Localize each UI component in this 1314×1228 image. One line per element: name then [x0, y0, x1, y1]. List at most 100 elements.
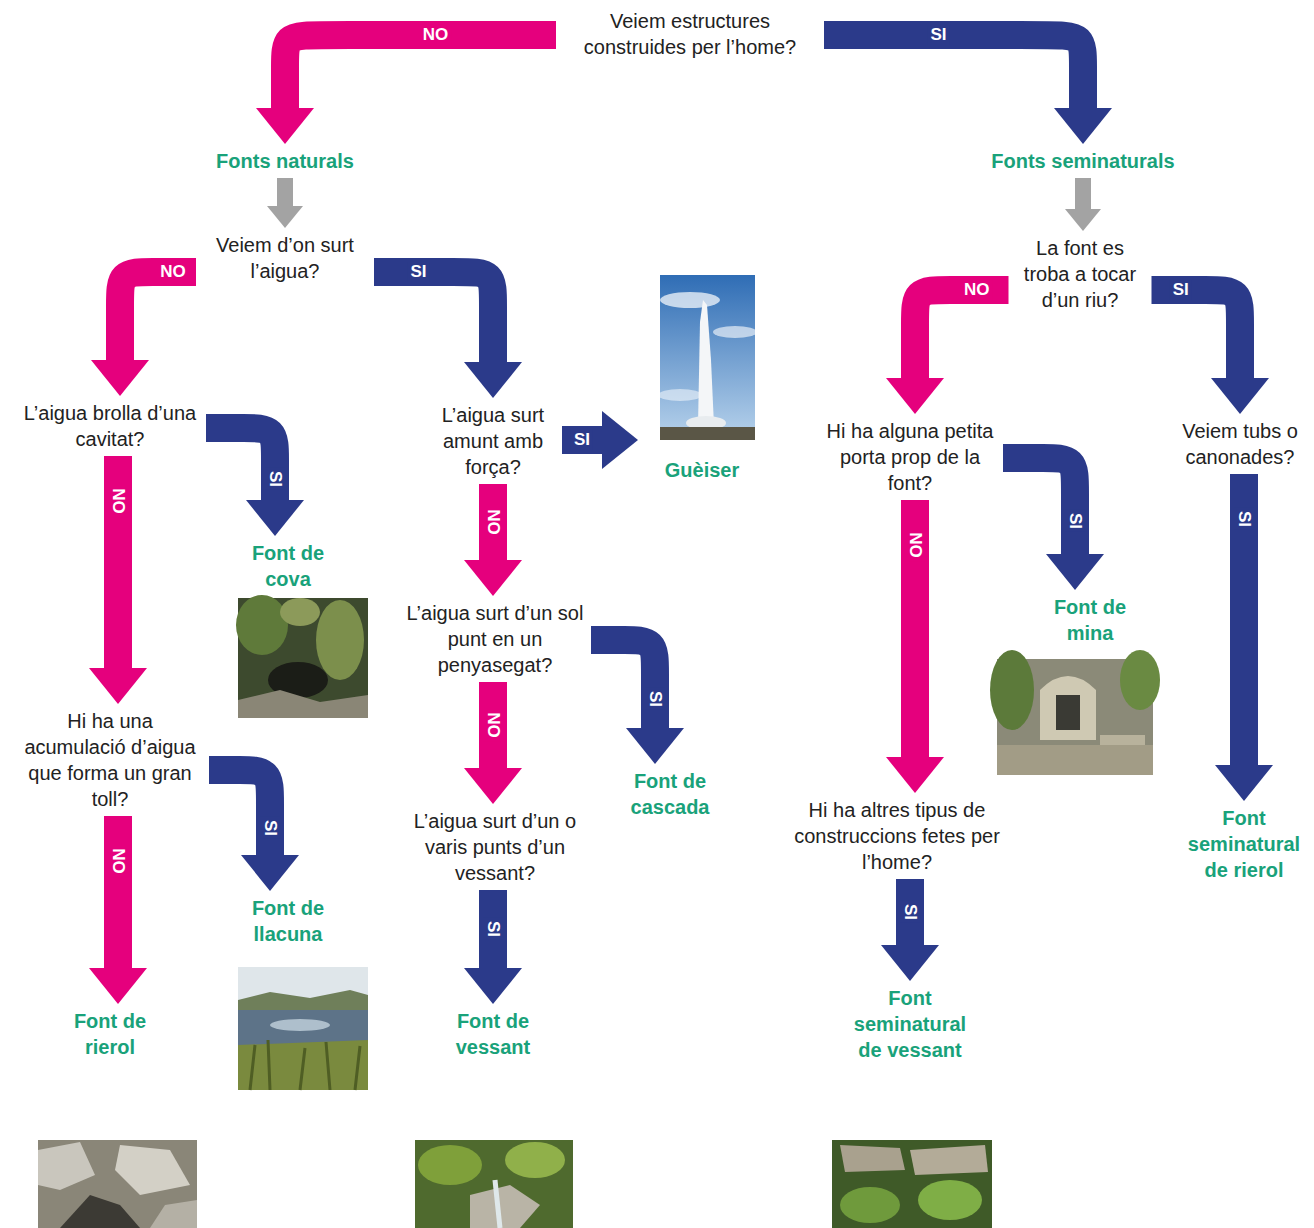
photo-ground [415, 1140, 573, 1228]
photo-sky [660, 275, 755, 440]
geyser-plume [698, 300, 714, 426]
node-text: L’aigua brolla d’una cavitat? [18, 400, 202, 452]
flow-arrow [89, 456, 147, 704]
question-text: L’aigua surt amunt amb força? [428, 402, 558, 480]
node-text: L’aigua surt d’un o varis punts d’un ves… [401, 808, 589, 886]
semi-slope-photo [832, 1140, 992, 1228]
stream-photo [38, 1140, 197, 1228]
arrow-head [1046, 554, 1104, 590]
node-text: Font seminatural de vessant [844, 985, 976, 1063]
flow-arrow [91, 272, 196, 396]
slope-photo [415, 1140, 573, 1228]
result-label: Font de llacuna [233, 895, 343, 947]
arrow-shaft [901, 500, 929, 757]
arrow-label: NO [483, 506, 503, 538]
flow-arrow [206, 428, 304, 536]
arrow-shaft [1075, 178, 1091, 209]
arrow-head [464, 560, 522, 596]
arrow-shaft [120, 272, 196, 360]
mine-photo [990, 650, 1160, 775]
arrow-head [1211, 378, 1269, 414]
photo-hills [238, 990, 368, 1012]
result-label: Font de cova [233, 540, 343, 592]
photo-water [60, 1195, 140, 1228]
flow-arrow [591, 640, 684, 764]
flow-arrow [824, 35, 1112, 144]
arrow-head [246, 500, 304, 536]
photo-ground [832, 1140, 992, 1228]
arrow-label: SI [900, 901, 920, 923]
photo-ground [38, 1140, 197, 1228]
photo-leaves [918, 1180, 982, 1220]
question-text: Veiem tubs o canonades? [1173, 418, 1307, 470]
question-text: Hi ha alguna petita porta prop de la fon… [821, 418, 999, 496]
arrow-shaft [915, 290, 1009, 378]
photo-grass [238, 1040, 368, 1090]
photo-rock [115, 1145, 190, 1195]
arrow-head [241, 855, 299, 891]
node-text: Guèiser [642, 457, 762, 483]
node-text: Fonts naturals [185, 148, 385, 174]
photo-stones [840, 1145, 905, 1172]
flow-arrow [886, 290, 1009, 414]
flow-arrow [89, 816, 147, 1004]
node-text: Veiem estructures construides per l’home… [560, 8, 820, 60]
flow-arrow [209, 770, 299, 891]
node-text: Hi ha alguna petita porta prop de la fon… [821, 418, 999, 496]
photo-cloud [713, 326, 757, 338]
question-text: Veiem d’on surt l’aigua? [200, 232, 370, 284]
node-text: L’aigua surt d’un sol punt en un penyase… [403, 600, 587, 678]
arrow-head [464, 768, 522, 804]
flow-arrow [1003, 458, 1104, 590]
question-text: L’aigua surt d’un sol punt en un penyase… [403, 600, 587, 678]
cave-photo [236, 595, 368, 718]
arrow-head [464, 362, 522, 398]
photo-bench [1100, 735, 1145, 745]
arrow-head [1054, 108, 1112, 144]
arrow-label: NO [905, 529, 925, 561]
arrow-label: SI [483, 918, 503, 940]
mine-arch [1040, 676, 1096, 740]
arrow-shaft [209, 770, 270, 855]
result-label: Font seminatural de vessant [844, 985, 976, 1063]
question-text: La font es troba a tocar d’un riu? [1013, 235, 1148, 313]
arrow-label: SI [571, 430, 593, 450]
node-text: Font de vessant [438, 1008, 548, 1060]
arrow-shaft [1003, 458, 1075, 554]
arrow-label: SI [407, 262, 429, 282]
arrow-shaft [479, 682, 507, 768]
question-text: Hi ha altres tipus de construccions fete… [781, 797, 1013, 875]
arrow-label: SI [1065, 510, 1085, 532]
result-label: Font seminatural de rierol [1180, 805, 1308, 883]
arrow-shaft [479, 484, 507, 560]
photo-sky [238, 967, 368, 1090]
arrow-head [91, 360, 149, 396]
node-text: Fonts seminaturals [963, 148, 1203, 174]
photo-ground [997, 745, 1153, 775]
node-text: Font de cascada [615, 768, 725, 820]
flow-arrow [1215, 474, 1273, 801]
photo-ground [660, 427, 755, 440]
arrow-label: SI [1234, 508, 1254, 530]
arrow-shaft [104, 816, 132, 968]
photo-moss [316, 600, 364, 680]
arrow-shaft [591, 640, 655, 728]
arrow-head [602, 411, 638, 469]
category-label: Fonts naturals [185, 148, 385, 174]
flow-arrow [886, 500, 944, 793]
flow-arrow [374, 272, 522, 398]
arrow-label: SI [1170, 280, 1192, 300]
arrow-label: NO [108, 845, 128, 877]
node-text: Hi ha una acumulació d’aigua que forma u… [15, 708, 205, 812]
arrow-label: NO [961, 280, 993, 300]
flow-arrow [562, 411, 638, 469]
lagoon-photo [238, 967, 368, 1090]
arrow-label: NO [420, 25, 452, 45]
photo-stones [238, 690, 368, 718]
arrow-shaft [104, 456, 132, 668]
photo-cloud [660, 292, 720, 308]
question-text: L’aigua surt d’un o varis punts d’un ves… [401, 808, 589, 886]
arrow-shaft [1230, 474, 1258, 765]
arrow-head [89, 668, 147, 704]
arrow-head [886, 378, 944, 414]
